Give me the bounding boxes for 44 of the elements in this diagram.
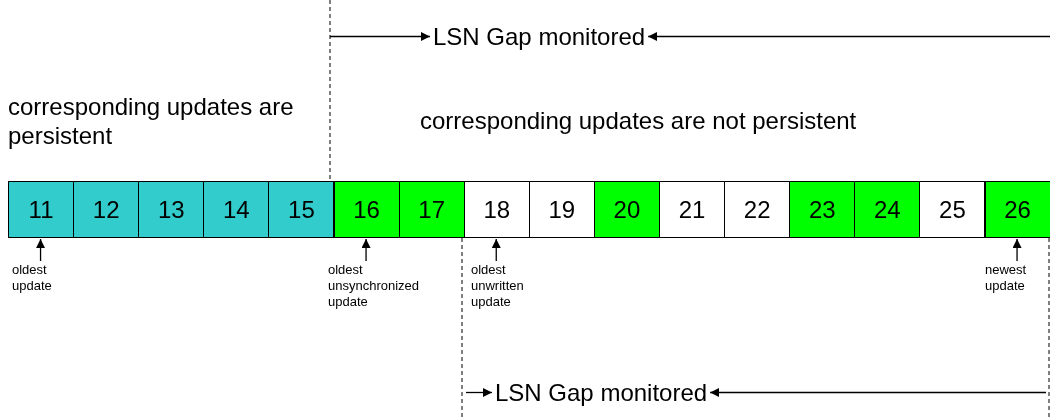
lsn-cell xyxy=(398,181,465,238)
lsn-cell xyxy=(854,181,921,238)
arrow xyxy=(491,238,501,262)
label-text: corresponding updates are not persistent xyxy=(420,106,857,135)
lsn-cell xyxy=(984,181,1050,238)
annotation-text: oldest unwritten update xyxy=(471,262,543,310)
lsn-cell xyxy=(463,181,530,238)
lsn-number: 20 xyxy=(613,195,641,224)
lsn-number: 13 xyxy=(157,195,185,224)
lsn-number: 17 xyxy=(418,195,445,224)
lsn-cell xyxy=(333,181,400,238)
lsn-number: 11 xyxy=(28,195,54,224)
lsn-cell xyxy=(203,181,270,238)
lsn-number: 22 xyxy=(743,195,771,224)
lsn-number: 15 xyxy=(288,195,315,224)
lsn-cell xyxy=(659,181,726,238)
lsn-cell xyxy=(138,181,205,238)
lsn-number: 23 xyxy=(808,195,836,224)
lsn-number: 26 xyxy=(1004,195,1031,224)
lsn-number: 16 xyxy=(353,195,380,224)
lsn-cell xyxy=(724,181,791,238)
annotation-text: oldest update xyxy=(12,262,68,294)
label-text: LSN Gap monitored xyxy=(433,22,646,51)
arrow xyxy=(36,238,46,262)
lsn-number: 25 xyxy=(939,195,966,224)
lsn-cell xyxy=(268,181,335,238)
lsn-number: 24 xyxy=(874,195,901,224)
lsn-cell xyxy=(919,181,986,238)
lsn-cell xyxy=(8,181,75,238)
arrow xyxy=(361,238,371,262)
label-text: corresponding updates are persistent xyxy=(8,92,295,150)
lsn-number: 19 xyxy=(548,195,576,224)
lsn-number: 14 xyxy=(223,195,250,224)
arrow xyxy=(1012,238,1022,262)
lsn-cell xyxy=(528,181,595,238)
annotation-text: oldest unsynchronized update xyxy=(328,262,440,310)
lsn-cell xyxy=(789,181,856,238)
label-text: LSN Gap monitored xyxy=(495,378,708,407)
lsn-cell xyxy=(73,181,140,238)
lsn-cell xyxy=(593,181,660,238)
lsn-number: 18 xyxy=(483,195,511,224)
lsn-number: 21 xyxy=(678,195,706,224)
annotation-text: newest update xyxy=(985,262,1049,294)
lsn-number: 12 xyxy=(92,195,120,224)
